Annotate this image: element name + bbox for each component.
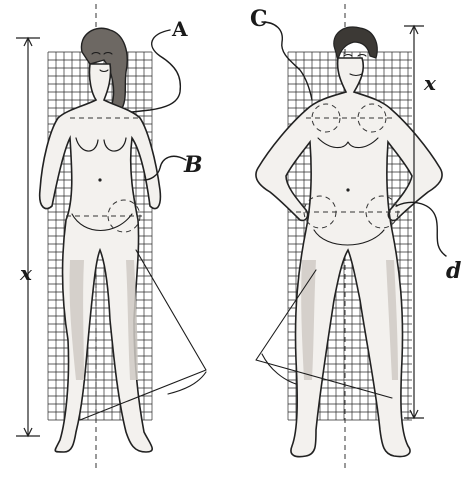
label-c-leader bbox=[262, 22, 312, 100]
label-c: C bbox=[250, 6, 268, 32]
female-leg-angle bbox=[80, 250, 206, 420]
label-x-left: x bbox=[19, 261, 33, 285]
male-figure-panel: C d x bbox=[250, 4, 461, 470]
label-x-right: x bbox=[423, 71, 437, 95]
female-body bbox=[40, 64, 161, 452]
label-a: A bbox=[171, 17, 188, 41]
female-figure-panel: A B x bbox=[16, 4, 206, 470]
female-height-dimension bbox=[16, 38, 40, 436]
male-hair bbox=[334, 27, 377, 60]
label-d: d bbox=[446, 258, 461, 284]
female-navel bbox=[98, 178, 101, 181]
male-navel bbox=[346, 188, 349, 191]
male-height-dimension bbox=[404, 26, 424, 418]
label-b: B bbox=[183, 152, 203, 178]
male-angle-arc bbox=[262, 354, 296, 384]
